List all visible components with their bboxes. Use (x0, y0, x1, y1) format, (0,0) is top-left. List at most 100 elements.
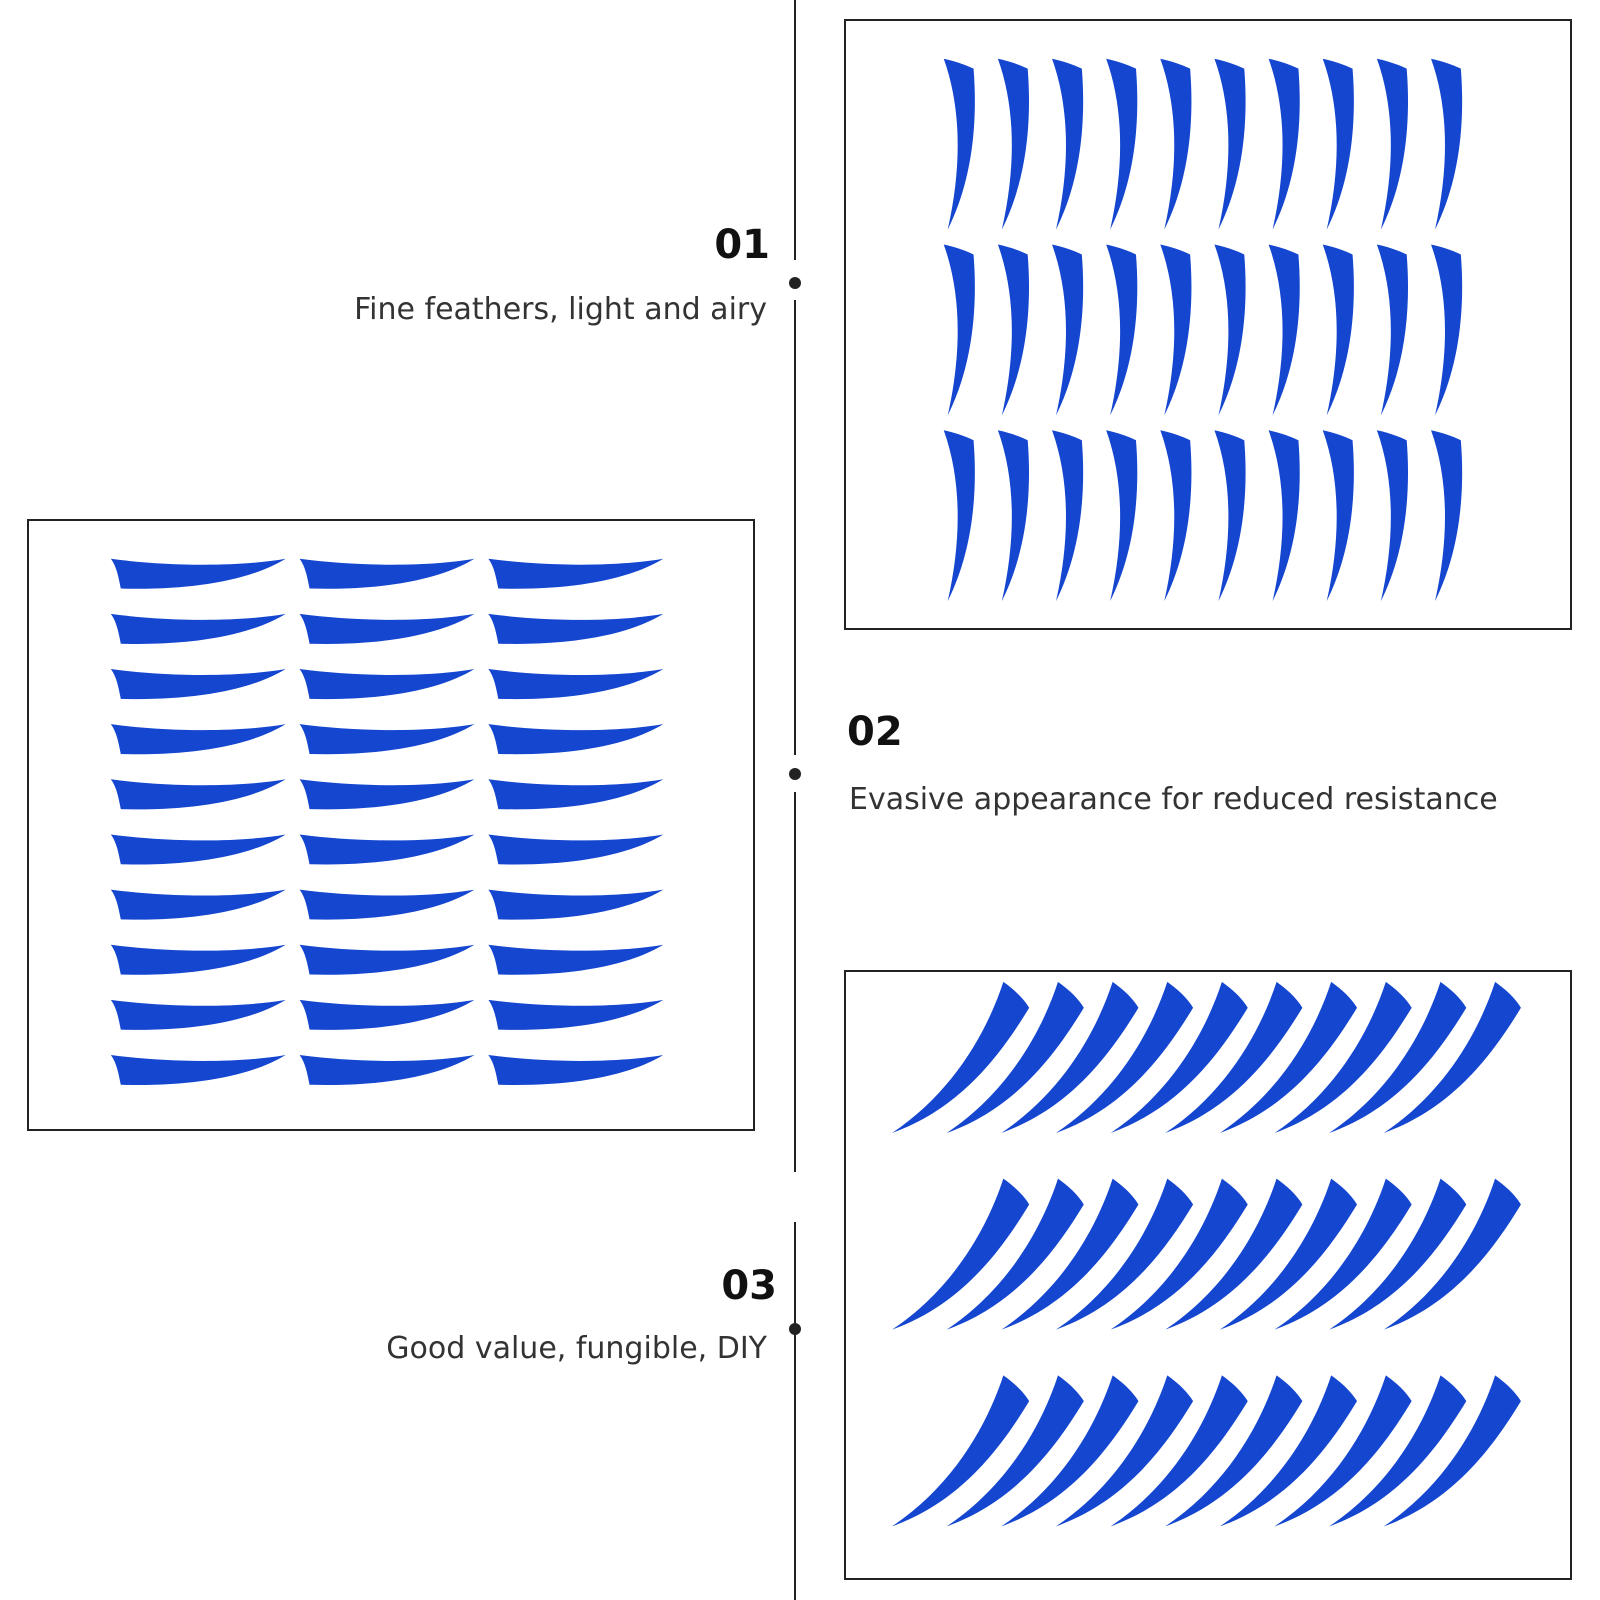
feathers-horizontal-svg (110, 558, 664, 1086)
feather (299, 1054, 475, 1086)
feather (892, 1375, 1030, 1527)
feather (110, 779, 286, 810)
feather (1056, 1178, 1194, 1330)
feather (1160, 58, 1192, 230)
feather (946, 981, 1084, 1133)
feather (1106, 58, 1138, 230)
feather (1431, 244, 1463, 416)
feather (1274, 981, 1412, 1133)
feather (1056, 981, 1194, 1133)
feather (299, 669, 475, 700)
timeline-line-lower (794, 792, 796, 1172)
feather (1110, 981, 1248, 1133)
feature-caption-01: Fine feathers, light and airy (354, 292, 767, 327)
feather (997, 430, 1030, 602)
feather (1165, 1178, 1303, 1330)
feather (1214, 430, 1246, 602)
feather (1329, 1178, 1467, 1330)
feather (892, 981, 1030, 1133)
feather (299, 944, 475, 975)
feather (946, 1178, 1084, 1330)
feather (1052, 58, 1084, 230)
timeline-line-bottom (794, 1222, 796, 1600)
feather (1322, 58, 1354, 230)
feather (110, 669, 286, 700)
feather (1214, 58, 1246, 230)
feather (488, 724, 664, 755)
feather (1165, 981, 1303, 1133)
feather (299, 779, 475, 810)
feather (488, 889, 664, 920)
timeline-dot-3 (789, 1323, 801, 1335)
feather (110, 834, 286, 865)
feather (1219, 1178, 1358, 1330)
feather (1110, 1375, 1248, 1527)
feather (1106, 244, 1138, 416)
feather (488, 669, 664, 700)
feather (1106, 430, 1138, 602)
timeline-line-top (794, 0, 796, 260)
feather (1383, 981, 1521, 1133)
feather (946, 1375, 1084, 1527)
feather (1110, 1178, 1248, 1330)
feather (299, 724, 475, 755)
feather (488, 558, 664, 589)
feather (488, 944, 664, 975)
feature-number-03: 03 (721, 1263, 777, 1309)
timeline-line-middle (794, 300, 796, 755)
feather (1329, 981, 1467, 1133)
feather (110, 724, 286, 755)
feather (1376, 244, 1409, 416)
feather (1056, 1375, 1194, 1527)
feature-caption-03: Good value, fungible, DIY (386, 1331, 767, 1366)
feather (110, 558, 286, 589)
feather (1268, 58, 1300, 230)
feature-caption-02: Evasive appearance for reduced resistanc… (849, 782, 1498, 817)
feathers-diagonal-svg (892, 981, 1521, 1527)
feather (1376, 58, 1409, 230)
feather (1322, 430, 1354, 602)
feather (110, 1054, 286, 1086)
feather (1219, 1375, 1358, 1527)
timeline-dot-2 (789, 768, 801, 780)
feathers-vertical-image (844, 19, 1572, 630)
feather (110, 999, 286, 1030)
feather (299, 834, 475, 865)
feather (110, 613, 286, 644)
feather (1431, 430, 1463, 602)
feathers-horizontal-image (27, 519, 755, 1131)
feather (488, 1054, 664, 1086)
feather (488, 834, 664, 865)
feather (943, 430, 975, 602)
feather (1274, 1375, 1412, 1527)
feather (488, 613, 664, 644)
feather (1052, 244, 1084, 416)
feather (1160, 430, 1192, 602)
feather (1268, 430, 1300, 602)
timeline-dot-1 (789, 277, 801, 289)
feather (943, 58, 975, 230)
feather (1322, 244, 1354, 416)
feather (1001, 981, 1139, 1133)
feathers-vertical-svg (943, 58, 1463, 602)
feather (1001, 1375, 1139, 1527)
feather (997, 58, 1030, 230)
feathers-diagonal-image (844, 970, 1572, 1580)
feather (299, 558, 475, 589)
feather (1383, 1375, 1521, 1527)
feather (1001, 1178, 1139, 1330)
feather (1376, 430, 1409, 602)
feather (299, 613, 475, 644)
feather (1219, 981, 1358, 1133)
feather (299, 889, 475, 920)
feather (1165, 1375, 1303, 1527)
feather (1383, 1178, 1521, 1330)
feather (1431, 58, 1463, 230)
feather (110, 944, 286, 975)
feature-number-01: 01 (714, 222, 770, 268)
feather (943, 244, 975, 416)
feature-number-02: 02 (847, 709, 903, 755)
feather (1214, 244, 1246, 416)
feather (997, 244, 1030, 416)
feather (1329, 1375, 1467, 1527)
